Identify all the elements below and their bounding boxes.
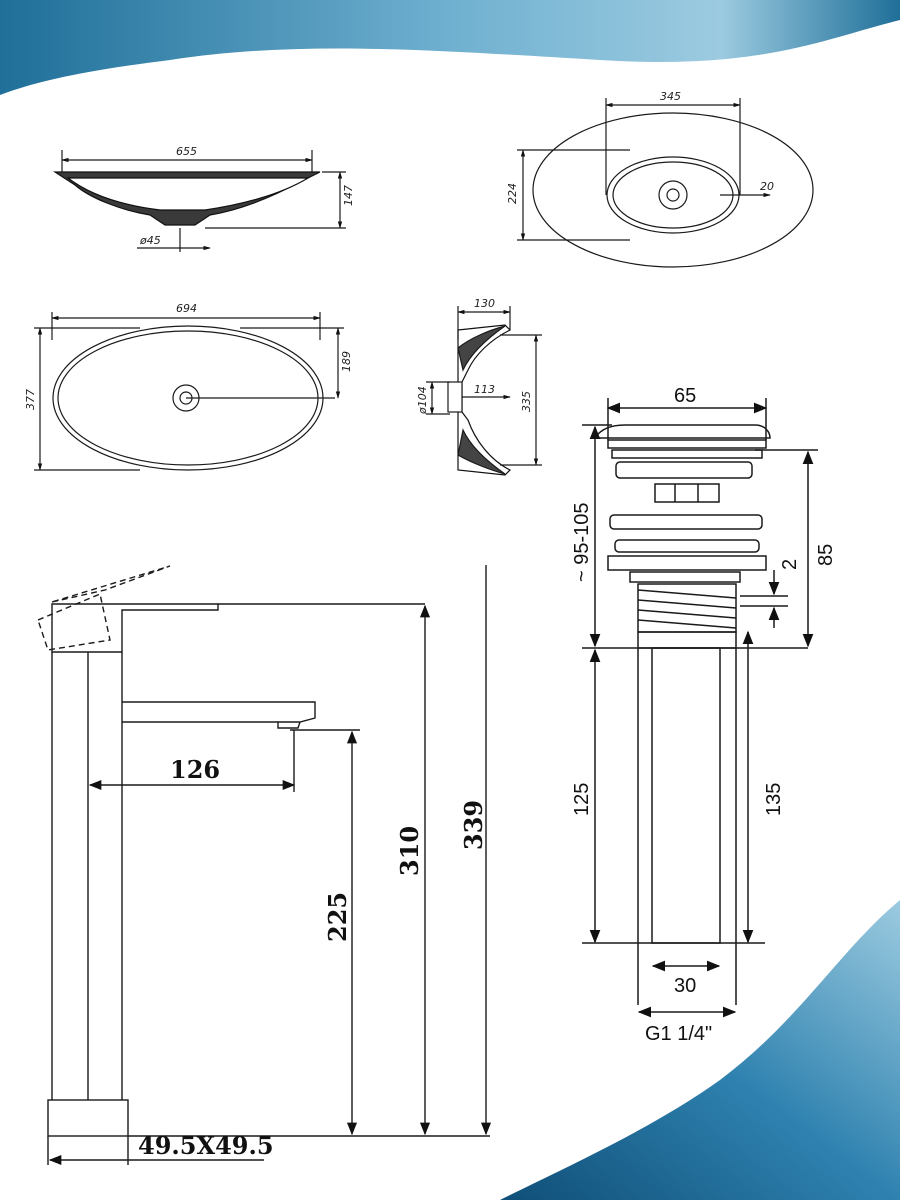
basin-top-small-width-label: 224: [506, 183, 519, 204]
drain-pipe-length-label: 125: [571, 783, 593, 816]
basin-top-large-length-label: 694: [176, 302, 197, 315]
basin-section-depth-label: 113: [474, 383, 495, 396]
drain-pipe-width-label: 30: [674, 975, 696, 997]
faucet-base-label: 49.5X49.5: [138, 1131, 274, 1160]
drain-gap-label: 2: [779, 559, 801, 570]
footer-wave: [500, 900, 900, 1200]
drain-pipe-total-label: 135: [763, 783, 785, 816]
basin-section-drain-label: ø104: [416, 386, 429, 415]
basin-top-large-half-width-label: 189: [340, 351, 353, 372]
basin-top-view-large: [34, 312, 344, 471]
basin-side-width-label: 655: [176, 145, 197, 158]
basin-side-drain-label: ø45: [139, 234, 161, 247]
basin-section-top-label: 130: [474, 297, 495, 310]
basin-side-view: [52, 150, 346, 252]
basin-top-small-offset-label: 20: [760, 180, 774, 193]
basin-top-large-width-label: 377: [24, 389, 37, 410]
basin-section-height-label: 335: [520, 391, 533, 412]
faucet-spout-height-label: 225: [323, 892, 352, 942]
faucet-body-height-label: 310: [395, 826, 424, 876]
faucet-drawing: [37, 565, 492, 1166]
faucet-total-height-label: 339: [459, 800, 488, 850]
drain-thread-label: G1 1/4": [645, 1023, 712, 1045]
faucet-reach-label: 126: [170, 755, 220, 784]
basin-top-small-length-label: 345: [660, 90, 681, 103]
drain-body-height-label: 85: [815, 544, 837, 566]
header-wave: [0, 0, 900, 95]
basin-section-view: [426, 306, 542, 476]
drain-cap-width-label: 65: [674, 385, 696, 407]
basin-side-height-label: 147: [342, 185, 355, 206]
basin-top-view-small: [517, 98, 814, 268]
drain-stroke-label: ~ 95-105: [571, 502, 593, 582]
drain-plug-drawing: [582, 398, 818, 1018]
